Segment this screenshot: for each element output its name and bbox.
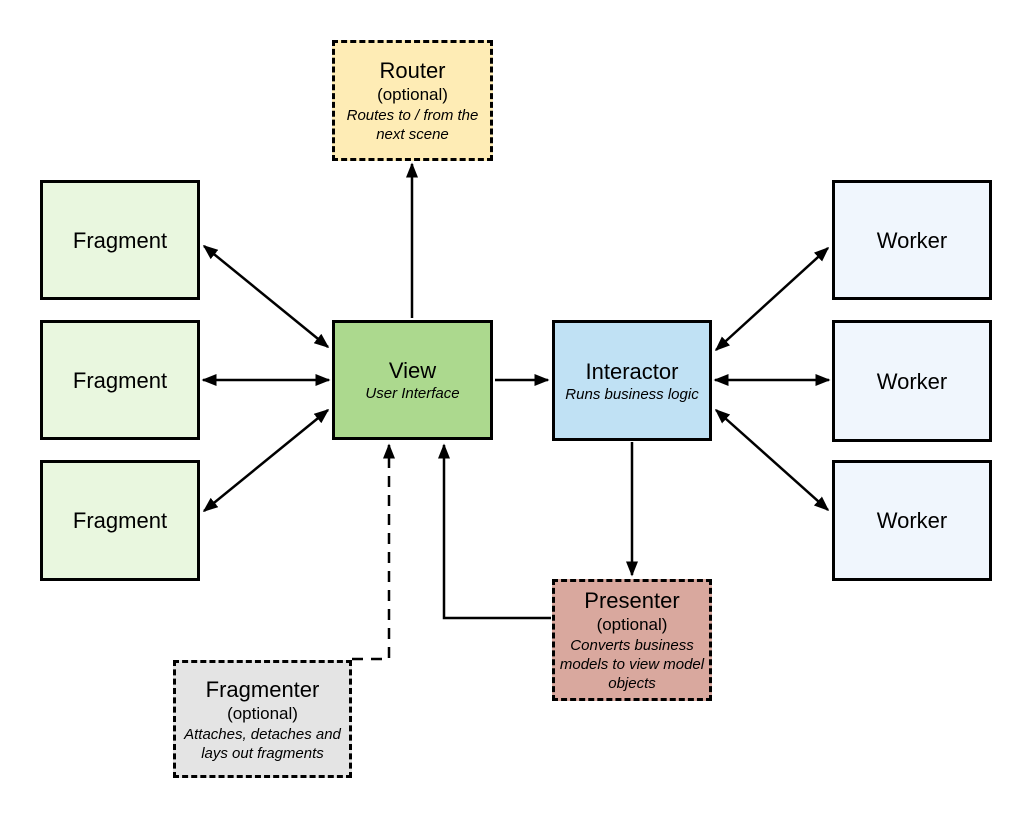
node-fragment-bottom: Fragment xyxy=(40,460,200,581)
presenter-description: Converts business models to view model o… xyxy=(559,637,705,692)
router-title: Router xyxy=(379,58,446,83)
arrow-view-fragment-bottom xyxy=(202,409,330,512)
node-fragmenter: Fragmenter (optional) Attaches, detaches… xyxy=(173,660,352,778)
worker-title: Worker xyxy=(876,227,948,253)
arrow-view-fragment-top xyxy=(202,245,330,348)
node-worker-middle: Worker xyxy=(832,320,992,442)
node-worker-top: Worker xyxy=(832,180,992,300)
fragment-title: Fragment xyxy=(72,227,168,253)
presenter-optional-label: (optional) xyxy=(596,615,668,634)
node-fragment-top: Fragment xyxy=(40,180,200,300)
view-title: View xyxy=(388,358,437,383)
interactor-title: Interactor xyxy=(585,358,679,384)
view-description: User Interface xyxy=(365,385,460,402)
fragmenter-optional-label: (optional) xyxy=(227,703,298,723)
arrow-fragmenter-to-view xyxy=(352,443,395,661)
node-interactor: Interactor Runs business logic xyxy=(552,320,712,441)
presenter-title: Presenter xyxy=(584,588,680,613)
node-router: Router (optional) Routes to / from the n… xyxy=(332,40,493,161)
router-optional-label: (optional) xyxy=(377,85,448,104)
worker-title: Worker xyxy=(876,508,948,533)
node-view: View User Interface xyxy=(332,320,493,440)
fragmenter-description: Attaches, detaches and lays out fragment… xyxy=(184,725,341,762)
interactor-description: Runs business logic xyxy=(565,385,699,403)
fragment-title: Fragment xyxy=(72,367,168,393)
worker-title: Worker xyxy=(876,368,948,394)
fragmenter-title: Fragmenter xyxy=(205,676,320,702)
fragment-title: Fragment xyxy=(72,508,168,533)
arrow-interactor-worker-top xyxy=(714,246,830,352)
node-presenter: Presenter (optional) Converts business m… xyxy=(552,579,712,701)
node-worker-bottom: Worker xyxy=(832,460,992,581)
arrow-interactor-worker-bottom xyxy=(714,409,830,511)
node-fragment-middle: Fragment xyxy=(40,320,200,440)
arrow-presenter-to-view xyxy=(438,443,551,620)
router-description: Routes to / from the next scene xyxy=(346,107,479,143)
